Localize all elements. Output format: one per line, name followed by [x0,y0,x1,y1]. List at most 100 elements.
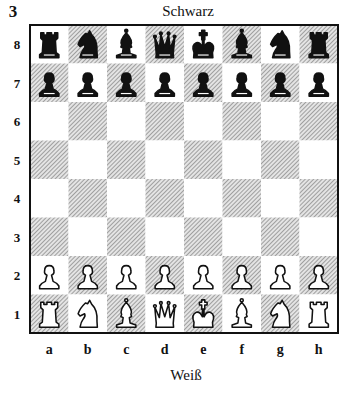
light-square [107,256,146,295]
light-square [261,25,300,64]
file-letter: f [239,343,244,357]
dark-square [184,295,223,334]
rank-number: 2 [14,269,21,282]
dark-square [223,256,262,295]
side-label: Schwarz [162,4,214,19]
white-bishop [117,299,136,327]
side-label: Weiß [170,368,201,383]
light-square [261,256,300,295]
light-square [300,295,339,334]
dark-square [146,179,185,218]
black-rook [40,33,59,58]
light-square [107,102,146,141]
light-square [30,256,69,295]
black-pawn [40,73,59,96]
light-square [146,295,185,334]
dark-square [223,25,262,64]
dark-square [107,218,146,257]
white-knight [78,300,97,327]
light-square [30,25,69,64]
dark-square [223,179,262,218]
black-pawn [155,73,174,96]
black-pawn [194,73,213,96]
white-pawn [40,266,59,289]
black-knight [271,31,290,58]
black-pawn [309,73,328,96]
diagram-number: 3 [9,3,18,20]
dark-square [107,141,146,180]
light-square [30,102,69,141]
white-rook [40,302,59,327]
light-square [146,141,185,180]
light-square [300,64,339,103]
white-rook [309,302,328,327]
dark-square [261,64,300,103]
white-knight [271,300,290,327]
black-pawn [78,73,97,96]
black-queen [154,32,176,58]
dark-square [184,141,223,180]
black-pawn [232,73,251,96]
light-square [300,141,339,180]
rank-number: 7 [14,76,21,89]
white-queen [154,302,176,328]
white-pawn [155,266,174,289]
file-letter: a [46,343,53,357]
light-square [69,295,108,334]
white-pawn [117,266,136,289]
light-square [146,218,185,257]
black-bishop [232,29,251,57]
dark-square [69,102,108,141]
dark-square [300,102,339,141]
black-knight [78,31,97,58]
file-letter: c [123,343,129,357]
rank-number: 6 [14,115,21,128]
dark-square [30,64,69,103]
dark-square [107,295,146,334]
light-square [261,179,300,218]
rank-number: 1 [14,307,21,320]
light-square [69,64,108,103]
dark-square [69,179,108,218]
dark-square [184,218,223,257]
light-square [146,64,185,103]
light-square [184,102,223,141]
black-king [193,30,214,57]
dark-square [30,218,69,257]
light-square [223,64,262,103]
light-square [223,141,262,180]
white-pawn [194,266,213,289]
light-square [223,295,262,334]
white-bishop [232,299,251,327]
dark-square [69,25,108,64]
file-letter: e [200,343,206,357]
rank-number: 3 [14,230,21,243]
dark-square [30,295,69,334]
light-square [261,102,300,141]
black-pawn [271,73,290,96]
dark-square [69,256,108,295]
white-pawn [78,266,97,289]
dark-square [300,179,339,218]
light-square [223,218,262,257]
file-letter: g [277,343,284,357]
dark-square [261,218,300,257]
light-square [184,256,223,295]
rank-number: 4 [14,192,21,205]
dark-square [30,141,69,180]
black-bishop [117,29,136,57]
rank-number: 8 [14,38,21,51]
light-square [107,25,146,64]
file-letter: d [161,343,169,357]
light-square [69,141,108,180]
light-square [30,179,69,218]
light-square [184,179,223,218]
dark-square [107,64,146,103]
light-square [69,218,108,257]
white-king [193,300,214,327]
light-square [300,218,339,257]
light-square [184,25,223,64]
dark-square [184,64,223,103]
dark-square [300,256,339,295]
